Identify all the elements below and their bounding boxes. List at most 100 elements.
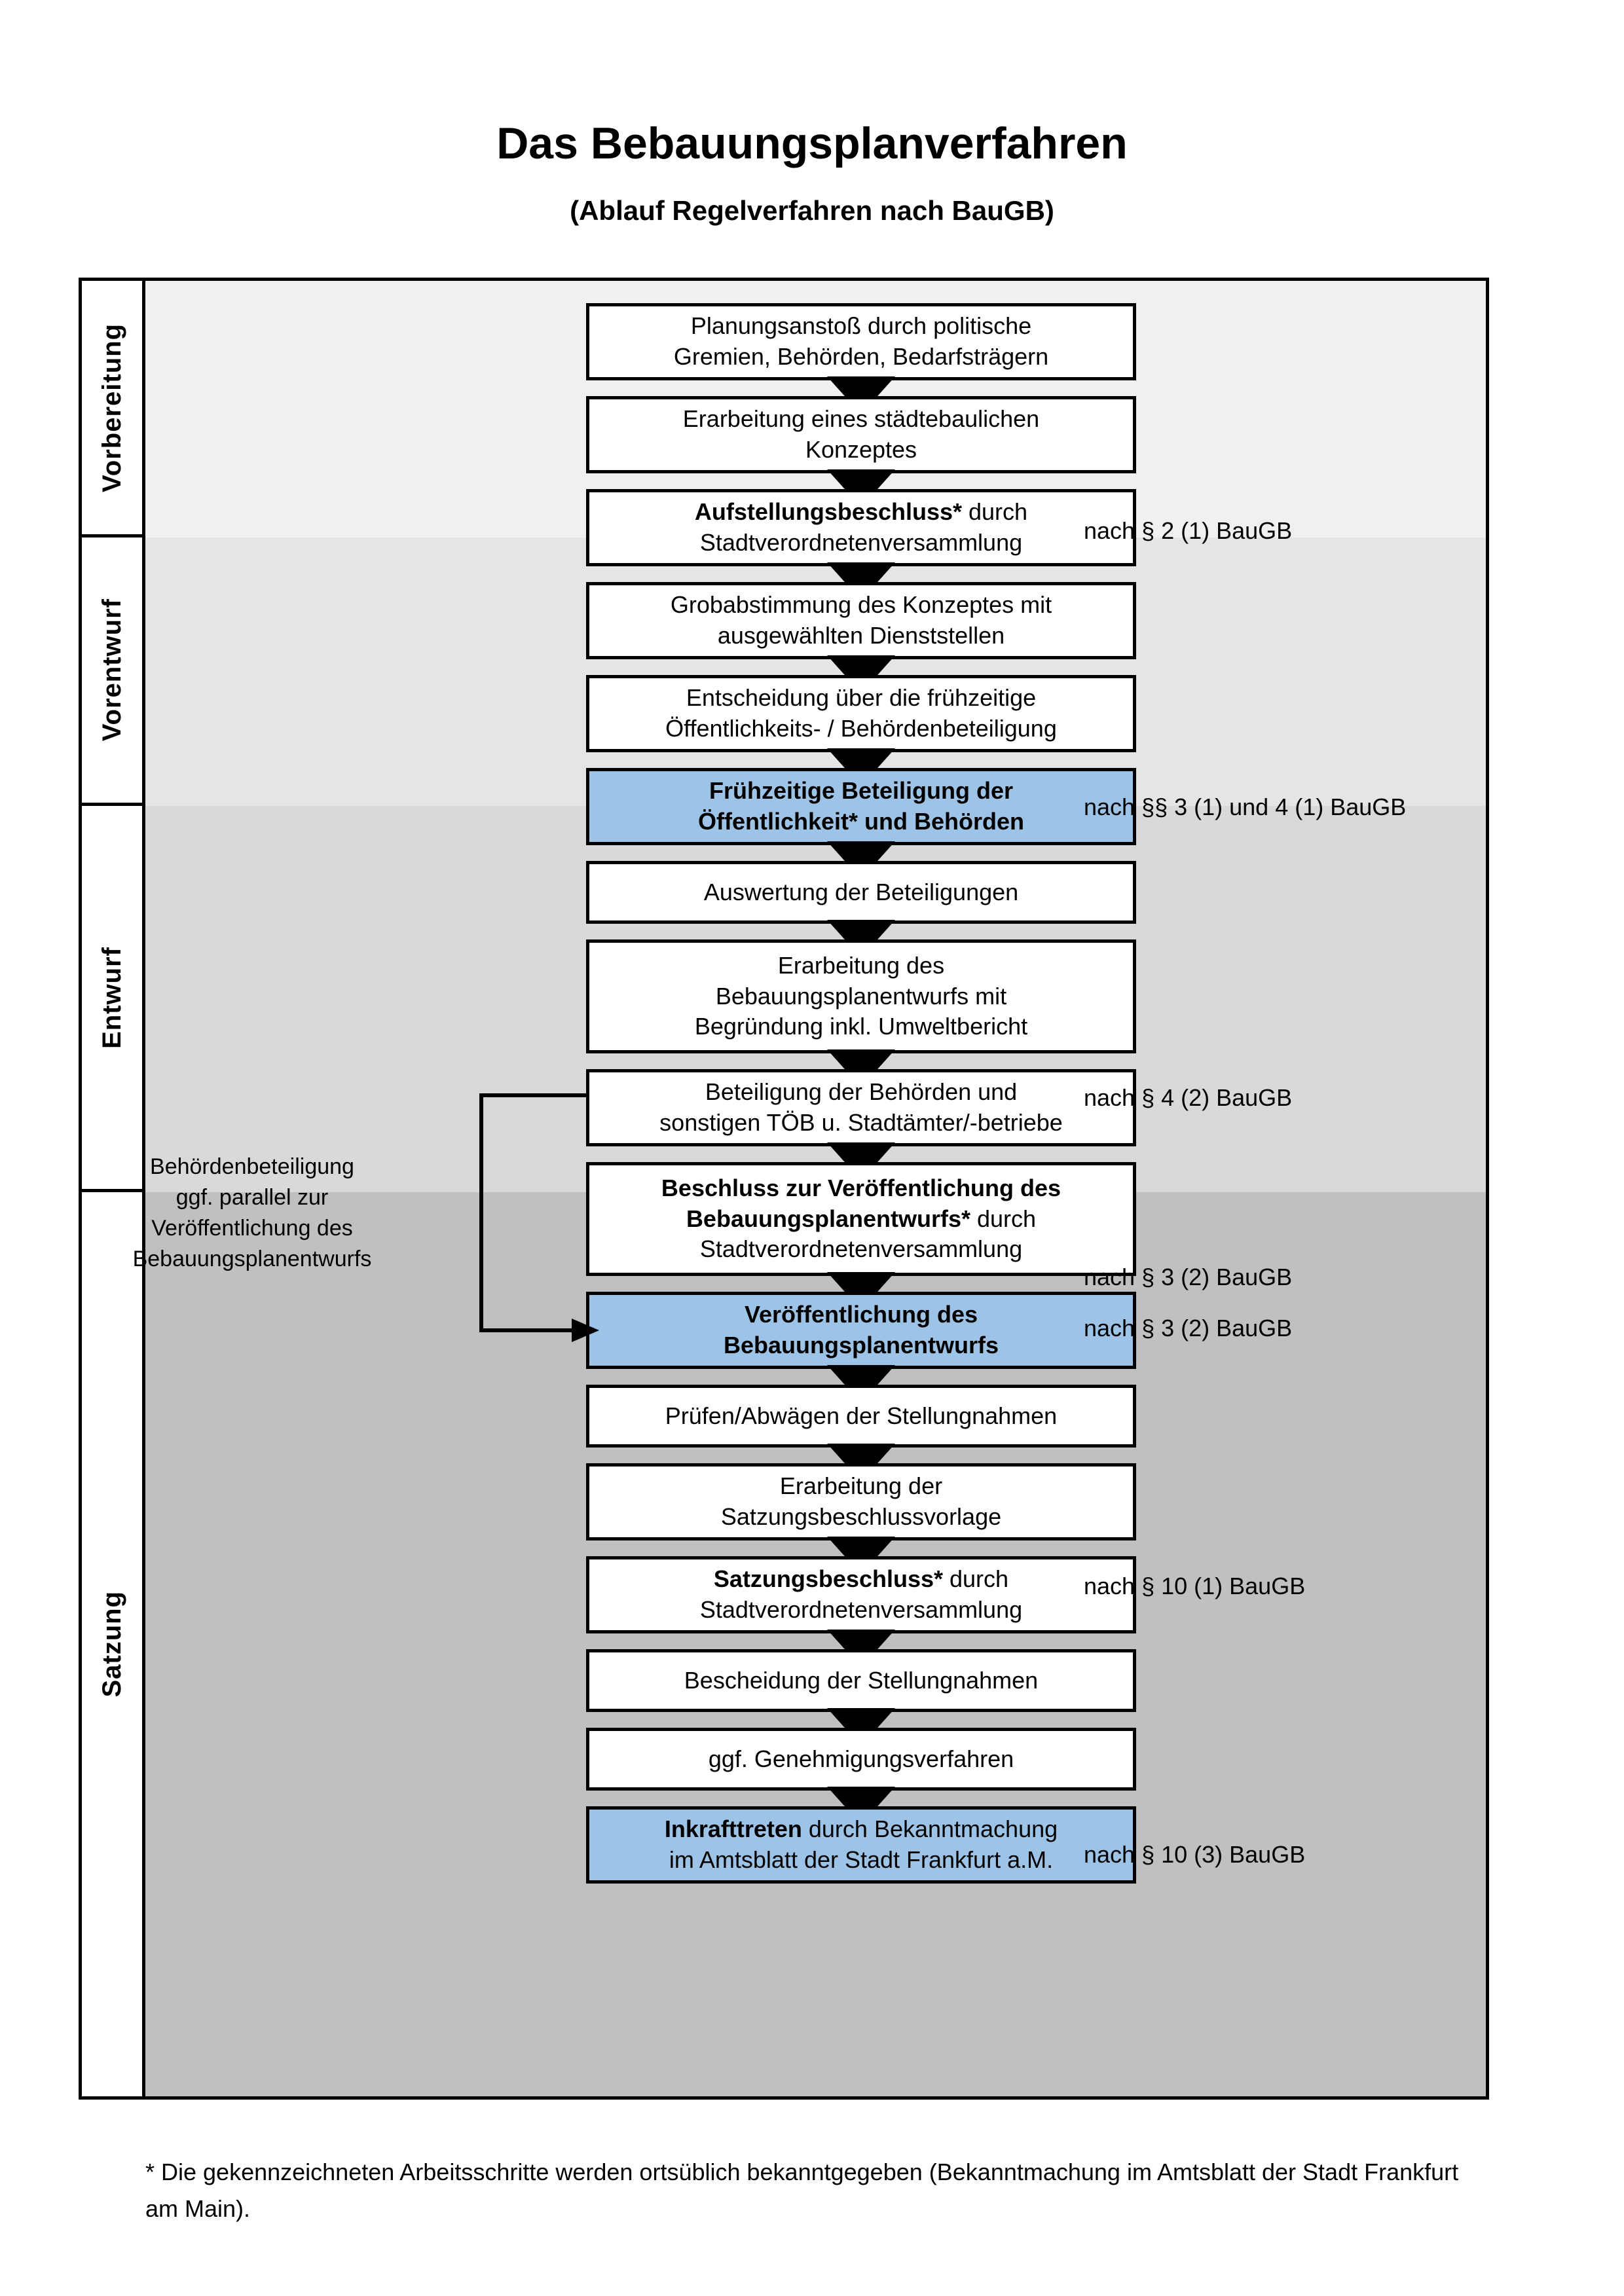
process-box-line: ausgewählten Dienststellen <box>596 621 1126 651</box>
process-box-line-text: Frühzeitige Beteiligung der <box>709 777 1014 805</box>
process-box-line-text: Prüfen/Abwägen der Stellungnahmen <box>665 1402 1058 1429</box>
process-box-line: Konzeptes <box>596 435 1126 465</box>
process-box-line: Bebauungsplanentwurfs mit <box>596 981 1126 1012</box>
process-box-line: sonstigen TÖB u. Stadtämter/-betriebe <box>596 1108 1126 1139</box>
process-box-line-text: ggf. Genehmigungsverfahren <box>708 1745 1014 1772</box>
parallel-process-note: Behördenbeteiligung ggf. parallel zur Ve… <box>132 1154 372 1271</box>
process-box-line-text: Begründung inkl. Umweltbericht <box>694 1013 1028 1040</box>
process-box-text: Beteiligung der Behörden und sonstigen TÖ… <box>596 1077 1126 1139</box>
process-box-line-text: Bebauungsplanentwurfs <box>723 1332 999 1358</box>
process-box-line-text: sonstigen TÖB u. Stadtämter/-betriebe <box>659 1109 1063 1136</box>
process-box-line: Veröffentlichung des <box>596 1300 1126 1330</box>
phase-label: Vorbereitung <box>97 323 126 492</box>
process-box-s16: ggf. Genehmigungsverfahren <box>586 1728 1136 1791</box>
process-box-line-text: Aufstellungsbeschluss* <box>694 498 963 526</box>
page-subtitle: (Ablauf Regelverfahren nach BauGB) <box>570 195 1054 226</box>
phase-label: Satzung <box>97 1591 126 1698</box>
process-box-line-text: im Amtsblatt der Stadt Frankfurt a.M. <box>669 1846 1054 1873</box>
process-box-line-suffix: durch <box>943 1565 1009 1593</box>
process-box-line-text: Bebauungsplanentwurfs mit <box>715 982 1007 1010</box>
process-box-line: Erarbeitung des <box>596 951 1126 981</box>
legal-note-n7: nach § 10 (3) BauGB <box>1084 1841 1306 1868</box>
process-box-line-suffix: durch <box>962 498 1028 526</box>
phase-cell-vorentwurf: Vorentwurf <box>82 538 142 806</box>
process-box-line-text: Beschluss zur Veröffentlichung des <box>661 1174 1061 1201</box>
process-box-line: Erarbeitung eines städtebaulichen <box>596 404 1126 435</box>
process-box-line-text: Satzungsbeschluss* <box>713 1565 944 1593</box>
process-box-s9: Beteiligung der Behörden und sonstigen TÖ… <box>586 1069 1136 1146</box>
process-box-line-text: ausgewählten Dienststellen <box>717 622 1005 649</box>
title-block: Das Bebauungsplanverfahren (Ablauf Regel… <box>0 121 1624 225</box>
process-box-line: Stadtverordnetenversammlung <box>596 1595 1126 1626</box>
process-box-line: Planungsanstoß durch politische <box>596 311 1126 342</box>
process-box-line-text: Stadtverordnetenversammlung <box>699 1235 1023 1263</box>
phase-cell-satzung: Satzung <box>82 1192 142 2096</box>
process-box-text: Auswertung der Beteiligungen <box>596 877 1126 908</box>
process-box-text: ggf. Genehmigungsverfahren <box>596 1744 1126 1775</box>
process-box-line-text: Veröffentlichung des <box>744 1301 978 1328</box>
process-box-line-text: Beteiligung der Behörden und <box>705 1078 1018 1106</box>
process-box-line: ggf. Genehmigungsverfahren <box>596 1744 1126 1775</box>
phase-label: Entwurf <box>97 946 126 1049</box>
process-box-line: Gremien, Behörden, Bedarfsträgern <box>596 342 1126 373</box>
process-box-line-text: Stadtverordnetenversammlung <box>699 529 1023 556</box>
process-box-line: Satzungsbeschluss* durch <box>596 1564 1126 1595</box>
process-box-line: Öffentlichkeit* und Behörden <box>596 807 1126 837</box>
process-box-line-text: Planungsanstoß durch politische <box>690 312 1032 340</box>
process-box-line-text: Entscheidung über die frühzeitige <box>686 684 1037 712</box>
process-box-line: Inkrafttreten durch Bekanntmachung <box>596 1814 1126 1845</box>
phase-band-vorentwurf <box>145 538 1486 806</box>
process-box-line-text: Inkrafttreten <box>664 1815 802 1843</box>
footnote: * Die gekennzeichneten Arbeitsschritte w… <box>145 2159 1459 2222</box>
process-box-line-text: Auswertung der Beteiligungen <box>703 878 1019 905</box>
process-box-s7: Auswertung der Beteiligungen <box>586 861 1136 924</box>
phase-cell-entwurf: Entwurf <box>82 806 142 1192</box>
process-box-line: Beteiligung der Behörden und <box>596 1077 1126 1108</box>
process-box-line: Erarbeitung der <box>596 1471 1126 1502</box>
process-box-line: Bebauungsplanentwurfs* durch <box>596 1204 1126 1235</box>
legal-note-n2: nach §§ 3 (1) und 4 (1) BauGB <box>1084 793 1407 820</box>
process-box-line-text: Stadtverordnetenversammlung <box>699 1596 1023 1623</box>
process-box-line-text: Bescheidung der Stellungnahmen <box>684 1666 1039 1694</box>
process-box-line: Grobabstimmung des Konzeptes mit <box>596 590 1126 621</box>
process-box-line: Bebauungsplanentwurfs <box>596 1330 1126 1361</box>
process-box-line-text: Erarbeitung der <box>779 1472 943 1500</box>
process-box-line: Satzungsbeschlussvorlage <box>596 1502 1126 1533</box>
process-box-text: Bescheidung der Stellungnahmen <box>596 1666 1126 1696</box>
process-box-s15: Bescheidung der Stellungnahmen <box>586 1649 1136 1712</box>
process-box-line: Beschluss zur Veröffentlichung des <box>596 1173 1126 1204</box>
legal-note-n1: nach § 2 (1) BauGB <box>1084 517 1293 544</box>
page-title: Das Bebauungsplanverfahren <box>496 118 1128 168</box>
process-box-line-suffix: durch <box>970 1205 1037 1232</box>
process-box-line-text: Satzungsbeschlussvorlage <box>720 1503 1002 1530</box>
process-box-s12: Prüfen/Abwägen der Stellungnahmen <box>586 1385 1136 1448</box>
process-box-line: Prüfen/Abwägen der Stellungnahmen <box>596 1401 1126 1432</box>
process-box-line: Aufstellungsbeschluss* durch <box>596 497 1126 528</box>
process-box-line: Stadtverordnetenversammlung <box>596 1234 1126 1265</box>
process-box-line: Entscheidung über die frühzeitige <box>596 683 1126 714</box>
process-box-text: Prüfen/Abwägen der Stellungnahmen <box>596 1401 1126 1432</box>
